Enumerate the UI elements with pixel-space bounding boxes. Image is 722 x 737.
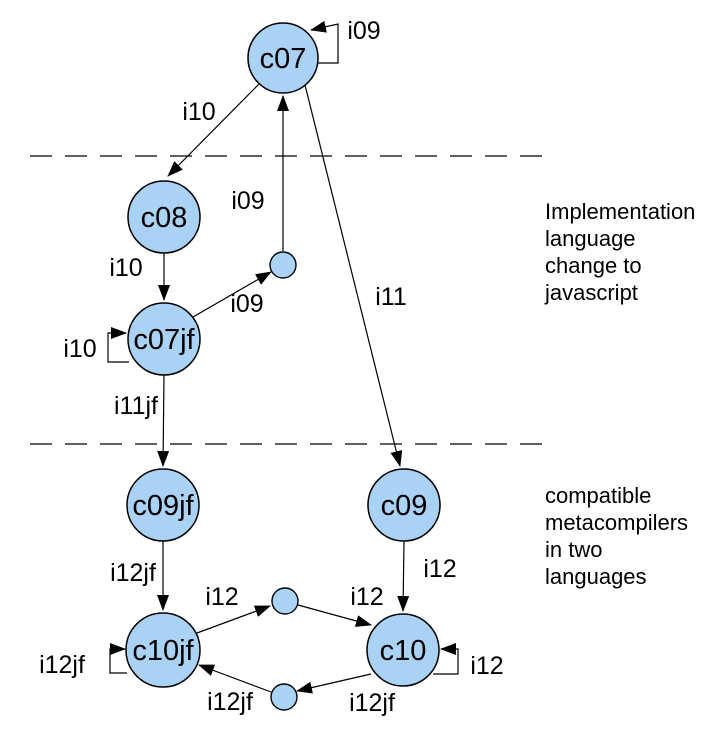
edge-label-i12: i12	[205, 583, 238, 611]
annotation-line: metacompilers	[545, 510, 688, 535]
edge-c10-to-dot-i12jf-bottom	[296, 673, 372, 694]
edge-c07-to-c09	[304, 84, 403, 467]
self-loop-label-i10: i10	[63, 335, 96, 363]
edge-label-i12jf: i12jf	[110, 559, 156, 587]
node-label-c09jf: c09jf	[132, 490, 194, 522]
annotation-line: languages	[545, 564, 647, 589]
node-label-c09: c09	[381, 490, 428, 522]
node-label-c07jf: c07jf	[133, 324, 195, 356]
edge-label-i10: i10	[182, 98, 215, 126]
dot-i12-top	[271, 587, 299, 615]
node-label-c10: c10	[380, 635, 427, 667]
node-c10	[366, 613, 440, 687]
node-c07jf	[127, 302, 201, 376]
edge-label-i09: i09	[230, 290, 263, 318]
edge-dot-i12jf-bottom-to-c10jf	[198, 664, 272, 693]
annotation-line: javascript	[544, 280, 638, 305]
node-c09jf	[126, 468, 200, 542]
node-c10jf	[125, 612, 201, 688]
edge-label-i12jf: i12jf	[349, 689, 395, 717]
node-label-c10jf: c10jf	[132, 635, 194, 667]
annotation-line: language	[545, 226, 636, 251]
node-c09	[367, 468, 441, 542]
node-label-c08: c08	[141, 202, 188, 234]
edge-label-i11: i11	[375, 283, 407, 311]
self-loop-label-i12jf: i12jf	[39, 651, 85, 679]
edge-label-i12: i12	[423, 555, 456, 583]
self-loop-label-i09: i09	[347, 17, 380, 45]
dot-i12jf-bottom	[270, 683, 298, 711]
edge-c07jf-to-c09jf	[157, 374, 170, 467]
edge-c09-to-c10	[397, 540, 410, 612]
edge-label-i11jf: i11jf	[114, 392, 158, 420]
edge-c07jf-to-dot-i09	[192, 271, 272, 318]
annotation-line: compatible	[545, 483, 651, 508]
self-loop-c07jf	[107, 327, 129, 363]
edge-dot-i12-top-to-c10	[297, 604, 372, 627]
self-loop-c10jf	[109, 643, 127, 674]
annotation-line: in two	[545, 537, 602, 562]
self-loop-c10	[433, 643, 459, 675]
edge-label-i12: i12	[350, 583, 383, 611]
node-c07	[247, 22, 319, 94]
edge-label-i09: i09	[231, 187, 264, 215]
self-loop-c07	[310, 20, 339, 64]
node-label-c07: c07	[260, 43, 307, 75]
edge-c07-to-c08	[167, 82, 261, 177]
node-c08	[127, 180, 201, 254]
dot-i09	[269, 251, 297, 279]
annotation-line: Implementation	[545, 199, 695, 224]
edge-label-i10: i10	[109, 254, 142, 282]
annotation-line: change to	[545, 253, 642, 278]
edge-c10jf-to-dot-i12-top	[196, 605, 271, 634]
self-loop-label-i12: i12	[470, 652, 503, 680]
edge-label-i12jf: i12jf	[207, 688, 253, 716]
